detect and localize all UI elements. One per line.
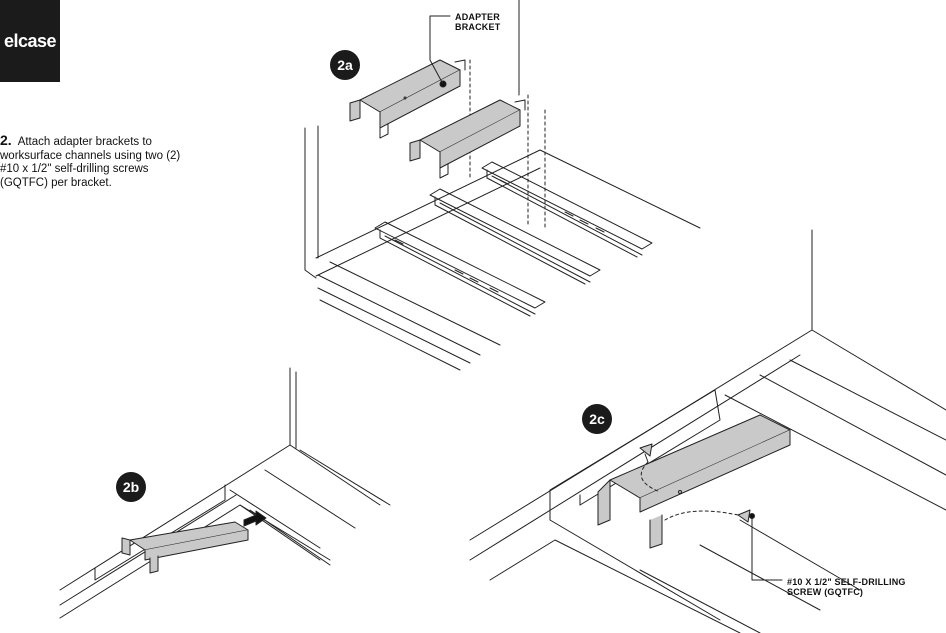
step-number: 2. [0, 132, 12, 148]
instruction-line-1: 2.Attach adapter brackets to [0, 132, 152, 148]
instruction-line-2: worksurface channels using two (2) [0, 149, 181, 162]
instruction-line-4: (GQTFC) per bracket. [0, 176, 112, 189]
detail-2c-worksurface [469, 229, 946, 633]
adapter-bracket-upper [349, 59, 466, 139]
badge-2a: 2a [330, 50, 360, 80]
instruction-text: 2.Attach adapter brackets to worksurface… [0, 132, 220, 190]
bracket-2b [121, 521, 249, 574]
insert-arrow [243, 510, 267, 527]
leader-screw [751, 517, 783, 581]
detail-2b-worksurface [59, 367, 391, 619]
detail-2a-worksurface [304, 0, 701, 371]
brand-logo: elcase [0, 0, 60, 82]
leader-adapter-bracket [429, 15, 451, 85]
screw-upper [639, 443, 653, 463]
callout-adapter-bracket: ADAPTER BRACKET [455, 12, 501, 32]
badge-2b: 2b [116, 472, 146, 502]
badge-2c: 2c [582, 404, 612, 434]
screw-path-upper [640, 461, 661, 493]
screw-path-lower [664, 510, 739, 521]
bracket-2c [597, 414, 791, 549]
screw-lower [737, 509, 755, 523]
instruction-line-3: #10 x 1/2" self-drilling screws [0, 163, 149, 175]
adapter-bracket-lower [409, 99, 526, 179]
